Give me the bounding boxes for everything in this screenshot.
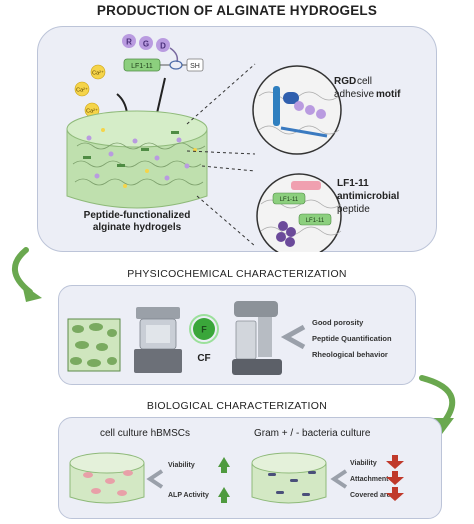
bio-left-item: ALP Activity [168, 492, 209, 499]
arrow-down-icon [386, 487, 404, 501]
physico-list-item: Rheological behavior [312, 350, 388, 359]
lyophilizer-icon [134, 307, 182, 373]
linker-icon [169, 60, 183, 70]
arrow-up-icon [218, 487, 230, 503]
arrow-down-icon [386, 471, 404, 485]
bio-right-item: Attachment [350, 476, 389, 483]
rgd-label-line2: adhesive [334, 89, 374, 100]
bio-left-item: Viability [168, 462, 195, 469]
bio-right-item: Viability [350, 460, 377, 467]
sh-tag-text: SH [190, 63, 200, 70]
sh-tag-box [186, 58, 204, 72]
hydrogel-label-line1: Peptide-functionalized [84, 210, 191, 221]
page-title: PRODUCTION OF ALGINATE HYDROGELS [96, 3, 378, 18]
bio-right-title: Gram + / - bacteria culture [254, 428, 371, 439]
rgd-letter-g: G [143, 40, 149, 49]
inset-lf-tag: LF1-11 [306, 218, 325, 224]
lf-label-line2: antimicrobial [337, 191, 399, 202]
rgd-label-rest: cell [357, 76, 372, 87]
rgd-label-strong: RGD [334, 76, 356, 87]
physico-list-item: Good porosity [312, 318, 364, 327]
rgd-letter-d: D [160, 42, 166, 51]
bio-heading: BIOLOGICAL CHARACTERIZATION [146, 400, 328, 412]
physico-illustration: F CF Good porosity Peptide Quantificatio… [67, 301, 392, 375]
lf-inset-circle-icon [256, 173, 342, 252]
cf-badge-letter: F [201, 325, 207, 335]
chevron-left-icon [146, 469, 164, 489]
porous-gel-icon [67, 318, 121, 372]
lf-label-line3: peptide [337, 204, 370, 215]
production-illustration: R G D LF1-11 SH Ca²⁺ Ca²⁺ Ca²⁺ Peptide-f… [66, 34, 401, 252]
lf-tag-text: LF1-11 [131, 63, 153, 70]
arrow-down-icon [386, 455, 404, 469]
ca-ion-label: Ca²⁺ [76, 87, 88, 94]
inset-lf-tag: LF1-11 [280, 197, 299, 203]
ca-ion-icon [90, 64, 106, 80]
hydrogel-cylinder-icon [66, 110, 208, 209]
rheometer-icon [232, 301, 282, 375]
rgd-letter-r: R [126, 38, 132, 47]
bio-right-item: Covered area [350, 492, 394, 499]
flow-arrow-left-icon [12, 247, 42, 302]
bacteria-culture-gel-icon [251, 452, 327, 504]
chevron-left-icon [280, 324, 306, 350]
cell-culture-gel-icon [69, 452, 145, 504]
bio-illustration: Viability ALP Activity Viability Attachm… [69, 452, 404, 504]
physico-heading: PHYSICOCHEMICAL CHARACTERIZATION [127, 268, 347, 280]
ca-ion-label: Ca²⁺ [86, 108, 98, 115]
rgd-inset-circle-icon [252, 65, 342, 155]
ca-ion-label: Ca²⁺ [92, 70, 104, 77]
cf-label: CF [197, 353, 210, 364]
lf-label-line1: LF1-11 [337, 178, 369, 189]
physico-list-item: Peptide Quantification [312, 334, 392, 343]
ca-ion-icon [74, 81, 90, 97]
rgd-label-motif: motif [376, 89, 401, 100]
hydrogel-label-line2: alginate hydrogels [93, 222, 182, 233]
chevron-left-icon [330, 469, 348, 489]
cf-badge-icon [193, 318, 215, 340]
bio-left-title: cell culture hBMSCs [100, 428, 191, 439]
arrow-up-icon [218, 457, 230, 473]
